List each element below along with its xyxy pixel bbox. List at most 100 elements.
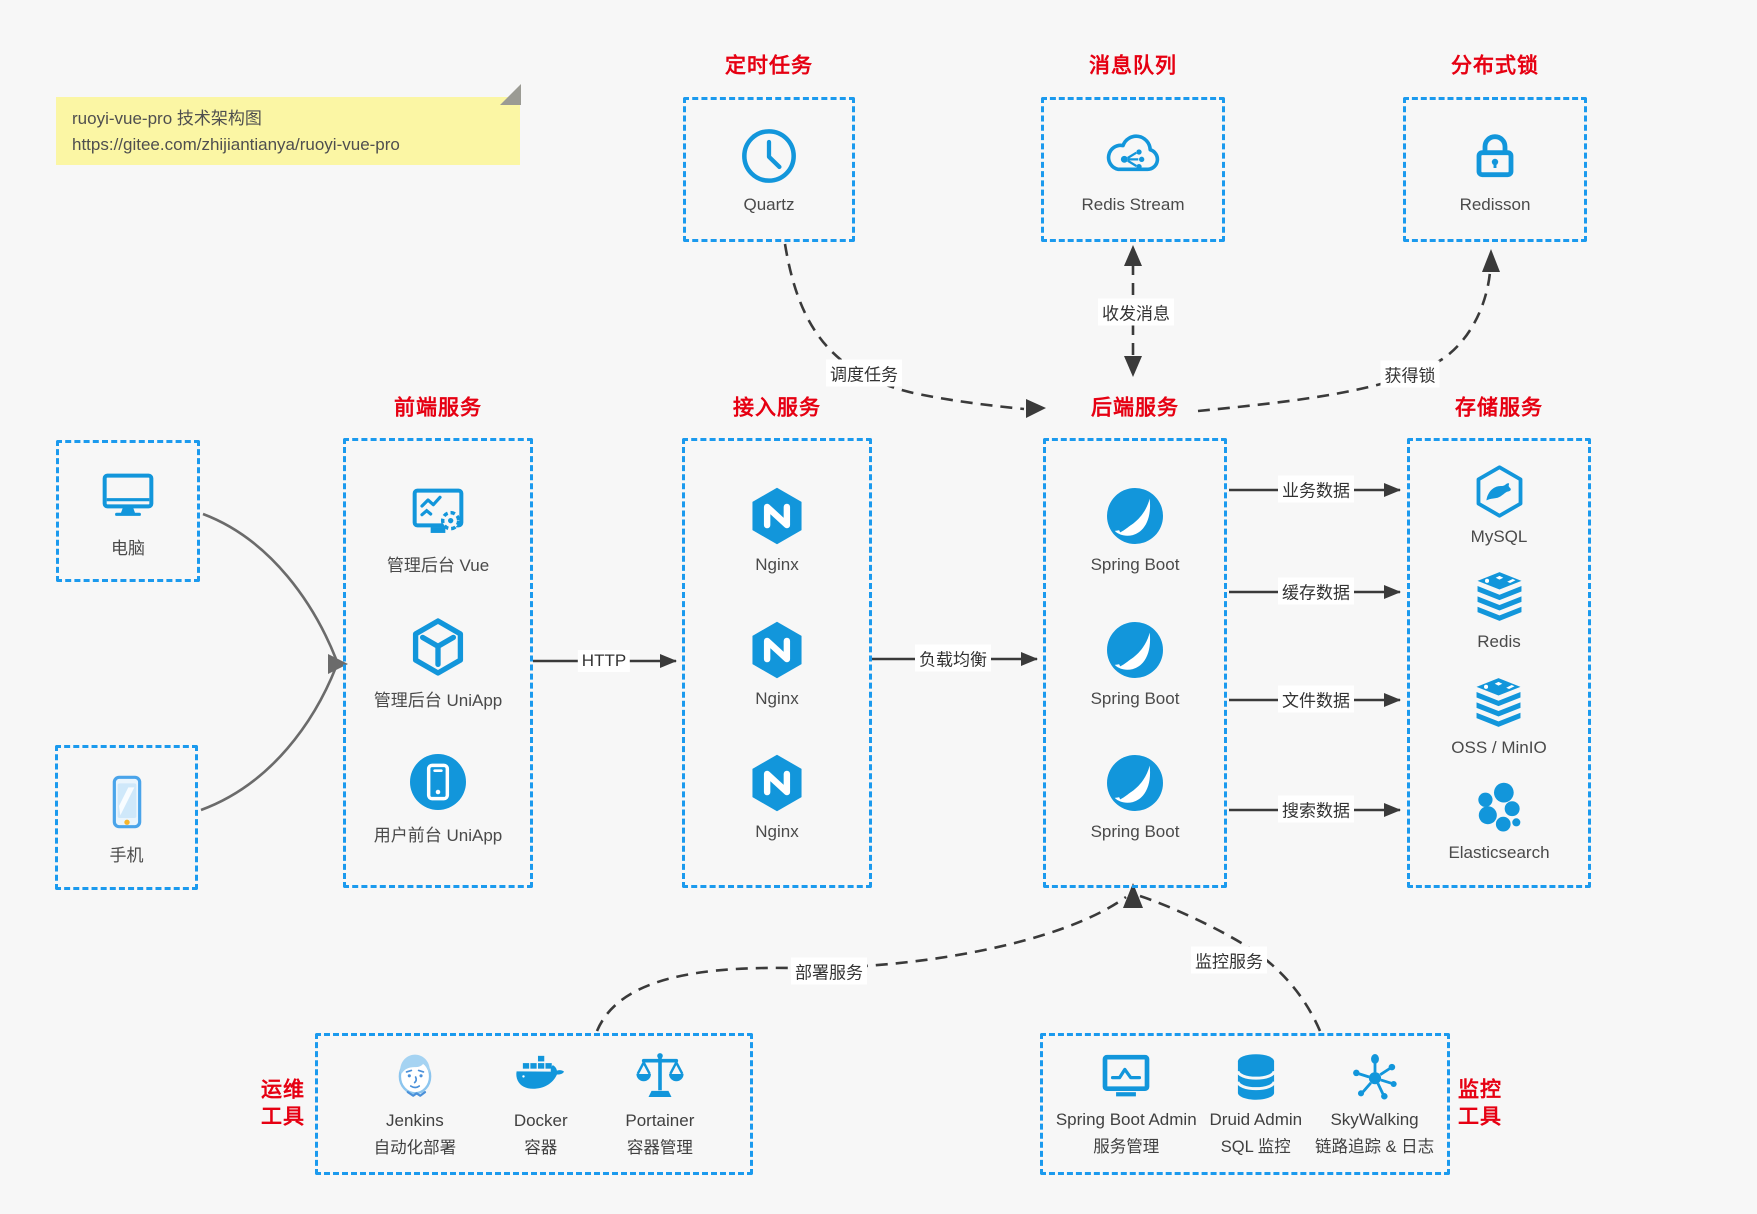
group-title-mq: 消息队列 xyxy=(1089,54,1177,78)
node-label: Quartz xyxy=(743,195,795,214)
pc-box: 电脑 xyxy=(56,440,200,582)
node-desc: 容器 xyxy=(524,1139,558,1158)
jenkins-icon xyxy=(386,1048,444,1106)
edge-label-deploy-service: 部署服务 xyxy=(791,957,867,985)
node-nginx-1: Nginx xyxy=(745,484,809,575)
node-label: Nginx xyxy=(755,554,799,574)
node-skywalking: SkyWalking 链路追踪 & 日志 xyxy=(1315,1049,1434,1158)
nginx-icon xyxy=(745,751,809,815)
edge-label-monitor-service: 监控服务 xyxy=(1191,946,1267,974)
note-fold-corner xyxy=(500,84,521,105)
group-title-backend: 后端服务 xyxy=(1091,396,1179,420)
arrowhead-msg-down xyxy=(1124,356,1142,377)
node-quartz: Quartz xyxy=(737,124,801,215)
edge-schedule-task-line xyxy=(783,243,1025,411)
smartphone-icon xyxy=(95,770,159,834)
node-mysql: MySQL xyxy=(1471,463,1528,547)
node-label: Spring Boot xyxy=(1090,554,1180,574)
edge-label-file-data: 文件数据 xyxy=(1278,685,1354,713)
spring-boot-icon xyxy=(1103,751,1167,815)
monitor-box: Spring Boot Admin 服务管理 Druid Admin SQL 监… xyxy=(1040,1033,1450,1175)
group-title-devops: 运维 工具 xyxy=(261,1077,305,1132)
edge-label-schedule-task: 调度任务 xyxy=(826,359,902,387)
node-springboot-3: Spring Boot xyxy=(1091,751,1179,842)
node-label: Elasticsearch xyxy=(1448,843,1550,863)
arrowhead-schedule xyxy=(1026,399,1046,418)
node-redisson: Redisson xyxy=(1459,124,1531,215)
docker-icon xyxy=(512,1048,570,1106)
node-desc: SQL 监控 xyxy=(1220,1138,1291,1157)
portainer-icon xyxy=(631,1048,689,1106)
uniapp-cube-icon xyxy=(406,615,470,679)
lock-box: Redisson xyxy=(1403,97,1587,242)
node-label: Spring Boot xyxy=(1090,688,1180,708)
spring-boot-icon xyxy=(1103,484,1167,548)
arrowhead-lock xyxy=(1482,249,1500,272)
phone-box: 手机 xyxy=(55,745,198,890)
skywalking-icon xyxy=(1347,1049,1403,1105)
gateway-box: Nginx Nginx Nginx xyxy=(682,438,872,888)
node-springboot-1: Spring Boot xyxy=(1090,484,1180,575)
node-nginx-2: Nginx xyxy=(745,618,809,709)
cloud-stream-icon xyxy=(1101,124,1165,188)
backend-box: Spring Boot Spring Boot Spring Boot xyxy=(1043,438,1227,888)
clock-icon xyxy=(737,124,801,188)
node-oss-minio: OSS / MinIO xyxy=(1451,674,1547,758)
node-nginx-3: Nginx xyxy=(745,751,809,842)
devops-title-line2: 工具 xyxy=(261,1106,305,1129)
node-jenkins: Jenkins 自动化部署 xyxy=(374,1048,456,1159)
node-user-uniapp: 用户前台 UniApp xyxy=(374,750,502,846)
node-redis-stream: Redis Stream xyxy=(1081,124,1185,215)
node-label: Nginx xyxy=(755,688,799,708)
redis-icon xyxy=(1471,568,1528,625)
nginx-icon xyxy=(745,618,809,682)
elasticsearch-icon xyxy=(1470,779,1527,836)
node-spring-boot-admin: Spring Boot Admin 服务管理 xyxy=(1056,1049,1197,1158)
admin-console-icon xyxy=(406,480,470,544)
edge-label-http: HTTP xyxy=(577,650,631,672)
spring-boot-icon xyxy=(1103,618,1167,682)
node-label: MySQL xyxy=(1470,526,1528,546)
scheduler-box: Quartz xyxy=(683,97,855,242)
node-label: OSS / MinIO xyxy=(1451,737,1547,757)
node-label: 用户前台 UniApp xyxy=(373,826,503,845)
mq-box: Redis Stream xyxy=(1041,97,1225,242)
edge-label-cache-data: 缓存数据 xyxy=(1278,577,1354,605)
monitor-title-line2: 工具 xyxy=(1458,1106,1502,1129)
spring-boot-admin-icon xyxy=(1098,1049,1154,1105)
edge-acquire-lock-line xyxy=(1197,271,1492,413)
monitor-title-line1: 监控 xyxy=(1458,1078,1502,1102)
frontend-box: 管理后台 Vue 管理后台 UniApp 用户前台 UniApp xyxy=(343,438,533,888)
edge-label-search-data: 搜索数据 xyxy=(1278,795,1354,823)
storage-box: MySQL Redis OSS / MinIO Elasticsearch xyxy=(1407,438,1591,888)
group-title-frontend: 前端服务 xyxy=(394,396,482,420)
node-label: Redis xyxy=(1477,632,1521,652)
oss-minio-icon xyxy=(1470,674,1527,731)
devops-box: Jenkins 自动化部署 Docker 容器 Portainer 容器管理 xyxy=(315,1033,753,1175)
edge-label-acquire-lock: 获得锁 xyxy=(1380,360,1440,388)
node-label: Redisson xyxy=(1459,195,1531,214)
node-elasticsearch: Elasticsearch xyxy=(1448,779,1550,863)
nginx-icon xyxy=(745,484,809,548)
node-phone: 手机 xyxy=(95,770,159,866)
druid-database-icon xyxy=(1228,1049,1284,1105)
group-title-storage: 存储服务 xyxy=(1455,396,1543,420)
node-name: SkyWalking xyxy=(1330,1110,1419,1130)
node-desc: 服务管理 xyxy=(1093,1138,1160,1157)
devops-title-line1: 运维 xyxy=(261,1078,305,1102)
arrowhead-msg-up xyxy=(1124,245,1142,266)
edge-pc-to-frontend xyxy=(202,512,338,660)
node-label: 手机 xyxy=(109,845,144,865)
mysql-icon xyxy=(1471,463,1528,520)
edge-phone-to-frontend xyxy=(200,666,338,812)
node-admin-uniapp: 管理后台 UniApp xyxy=(374,615,502,711)
node-desc: 链路追踪 & 日志 xyxy=(1314,1138,1435,1157)
node-druid-admin: Druid Admin SQL 监控 xyxy=(1210,1049,1302,1158)
edge-label-load-balance: 负载均衡 xyxy=(915,644,991,672)
note-title: ruoyi-vue-pro 技术架构图 xyxy=(72,109,262,128)
desktop-icon xyxy=(96,463,160,527)
group-title-monitor: 监控 工具 xyxy=(1458,1077,1502,1132)
node-label: Redis Stream xyxy=(1081,195,1185,214)
node-name: Jenkins xyxy=(386,1111,444,1131)
